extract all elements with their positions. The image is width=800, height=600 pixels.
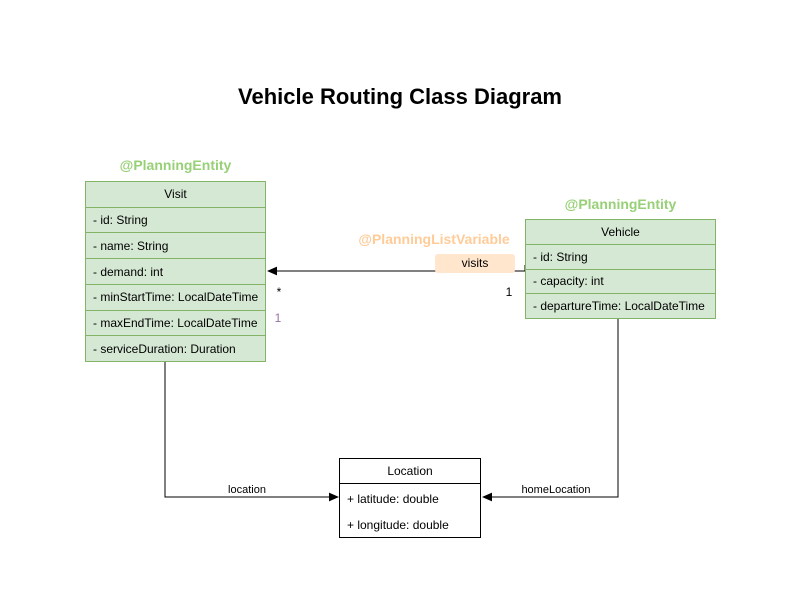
visits-target-multiplicity: *: [276, 285, 282, 299]
class-location-name: Location: [340, 459, 480, 484]
diagram-title: Vehicle Routing Class Diagram: [238, 84, 562, 109]
visit-attribute: - maxEndTime: LocalDateTime: [86, 309, 265, 336]
vehicle-annotation: @PlanningEntity: [564, 196, 677, 212]
class-visit-name: Visit: [164, 187, 187, 202]
class-vehicle: Vehicle - id: String - capacity: int - d…: [525, 219, 716, 319]
visits-edge-label: visits: [435, 254, 515, 273]
class-vehicle-name: Vehicle: [601, 224, 640, 239]
visits-edge-annotation: @PlanningListVariable: [358, 231, 510, 247]
location-edge-label: location: [228, 484, 266, 496]
visits-source-multiplicity: 1: [505, 285, 513, 299]
class-location: Location + latitude: double + longitude:…: [339, 458, 481, 538]
location-arrowhead-icon: [329, 492, 339, 502]
visit-attribute: - serviceDuration: Duration: [86, 335, 265, 361]
visit-annotation: @PlanningEntity: [119, 157, 232, 173]
visits-secondary-multiplicity: 1: [274, 311, 282, 325]
location-edge: [164, 362, 329, 498]
vehicle-attribute: - id: String: [526, 243, 715, 269]
visit-attribute: - id: String: [86, 206, 265, 233]
visit-attribute: - demand: int: [86, 258, 265, 284]
visit-attribute: - minStartTime: LocalDateTime: [86, 283, 265, 310]
location-attribute: + latitude: double: [347, 492, 439, 506]
vehicle-attribute: - capacity: int: [526, 268, 715, 294]
vehicle-attribute: - departureTime: LocalDateTime: [526, 293, 715, 318]
home-location-arrowhead-icon: [482, 492, 492, 502]
home-location-edge-label: homeLocation: [521, 484, 591, 496]
visit-attribute: - name: String: [86, 232, 265, 258]
location-attribute: + longitude: double: [347, 518, 449, 532]
home-location-edge: [491, 319, 619, 498]
class-visit: Visit - id: String - name: String - dema…: [85, 181, 266, 362]
visits-arrowhead-icon: [267, 266, 277, 276]
